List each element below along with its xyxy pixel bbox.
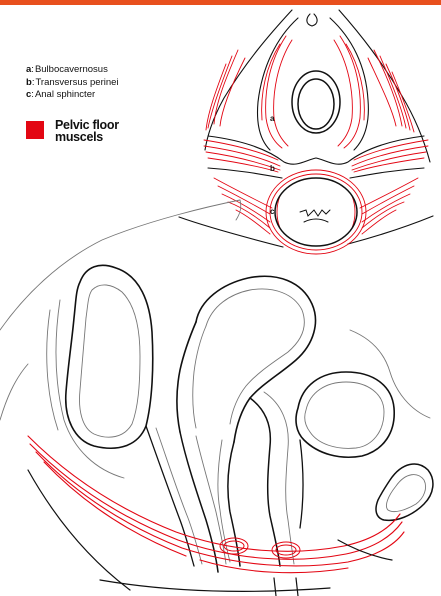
bowel-loop <box>296 372 394 528</box>
label-b: b <box>270 164 275 173</box>
muscle-fibers-left-upper <box>206 50 245 130</box>
uterus <box>177 276 315 442</box>
inner-contours <box>258 18 369 150</box>
sphincter-rings <box>220 538 300 558</box>
anus-icon <box>300 210 330 222</box>
sagittal-section <box>0 200 433 596</box>
perineum-top-view: a b c <box>179 10 433 254</box>
levator-fibers-left <box>214 178 272 234</box>
transversus-perinei-fibers <box>204 140 428 172</box>
anal-opening <box>275 178 357 246</box>
vaginal-opening <box>292 71 340 133</box>
coccyx <box>376 464 433 520</box>
bladder <box>66 265 153 448</box>
label-c: c <box>270 207 275 216</box>
muscle-fibers-right-upper <box>368 50 414 132</box>
anal-sphincter-fibers <box>266 170 366 254</box>
rectum <box>250 392 294 566</box>
perineal-body-outline <box>208 136 424 178</box>
label-a: a <box>270 114 275 123</box>
bulbocavernosus-fibers <box>262 36 365 148</box>
